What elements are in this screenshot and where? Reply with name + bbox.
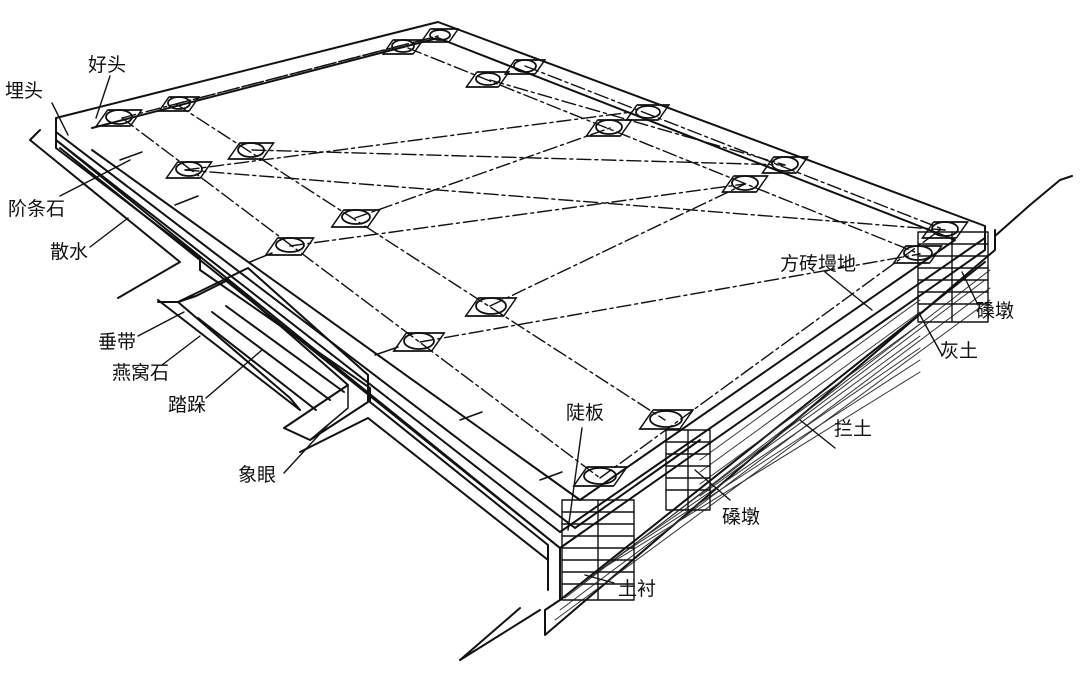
front-top-edge-2	[55, 131, 701, 529]
label-lantu: 拦土	[834, 418, 873, 440]
label-tuchen: 土衬	[618, 578, 657, 600]
pillar-stone	[585, 119, 633, 137]
apron-line-3	[299, 417, 549, 591]
pillar-stone	[465, 71, 511, 88]
label-jietiaoshi: 阶条石	[8, 198, 66, 220]
foundation-brick-stack-middle	[665, 429, 711, 511]
side-wall-outline	[544, 229, 996, 636]
pillar-stone	[330, 209, 381, 228]
pillar-stone	[625, 104, 671, 121]
label-huitu: 灰土	[940, 340, 979, 362]
pillar-stone	[264, 237, 315, 256]
label-haotou: 好头	[88, 54, 127, 76]
apron-line	[29, 129, 181, 299]
pillar-stone	[165, 161, 213, 179]
leader-lines	[51, 75, 979, 584]
pillar-stone	[572, 466, 629, 487]
apron-line-2	[157, 299, 301, 411]
label-sanshui: 散水	[50, 241, 89, 263]
pillar-stone	[157, 96, 201, 112]
foundation-brick-stack-side	[917, 231, 989, 323]
pillar-stone	[721, 175, 769, 193]
step-stone-inner-edge	[91, 37, 956, 501]
label-yanwoshi: 燕窝石	[112, 362, 170, 384]
pillar-stone	[381, 39, 425, 55]
right-ground-slope-2	[459, 609, 541, 661]
column-grid	[121, 35, 946, 479]
pillar-stone	[227, 142, 275, 160]
pillar-stone	[503, 59, 547, 75]
pillar-stone	[392, 332, 446, 352]
front-top-edge	[55, 139, 561, 533]
label-tuoban: 陡板	[566, 402, 605, 424]
label-xiangyan: 象眼	[238, 464, 277, 486]
side-top-edge	[559, 237, 986, 533]
label-fangzhuan: 方砖墁地	[780, 253, 857, 275]
foundation-brick-stack-front	[561, 499, 635, 601]
step-stone-seams	[119, 151, 563, 481]
pillar-stone	[921, 221, 969, 239]
pillar-stone	[419, 28, 460, 43]
pillar-stone	[95, 109, 143, 127]
label-taduo: 踏跺	[168, 394, 207, 416]
elephant-eye-triangle	[283, 384, 349, 441]
pillar-stone	[464, 297, 518, 317]
pillar-stone	[761, 156, 809, 174]
stair-steps	[157, 301, 345, 411]
side-wall-brick-hatch	[554, 269, 991, 621]
pillar-stone	[638, 409, 695, 430]
label-sangdun-side: 磉墩	[976, 300, 1015, 322]
right-ground-slope	[994, 175, 1073, 237]
pillar-stones	[95, 28, 969, 487]
ground-line	[459, 607, 521, 661]
label-chuidai: 垂带	[98, 331, 137, 353]
label-maitou: 埋头	[5, 80, 44, 102]
label-sangdun-front: 磉墩	[722, 506, 761, 528]
